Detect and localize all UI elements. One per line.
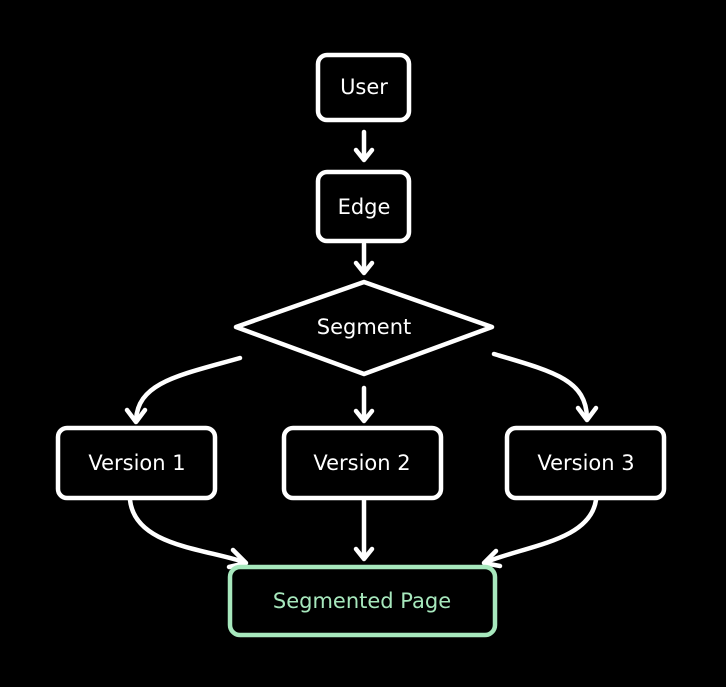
- node-version-1-label: Version 1: [88, 451, 185, 475]
- node-version-3-label: Version 3: [537, 451, 634, 475]
- edge-user-to-edge: [353, 129, 375, 163]
- node-segment: Segment: [233, 279, 495, 377]
- node-user: User: [315, 52, 412, 123]
- node-segment-label: Segment: [317, 315, 412, 339]
- node-segmented-page: Segmented Page: [227, 564, 498, 638]
- node-segmented-page-label: Segmented Page: [273, 589, 451, 613]
- edge-version-1-to-segmented-page: [127, 497, 249, 570]
- node-version-2: Version 2: [281, 425, 444, 501]
- edge-segment-to-version-1: [124, 355, 243, 425]
- node-user-label: User: [340, 75, 388, 99]
- edge-segment-to-version-2: [353, 385, 375, 424]
- edge-edge-to-segment: [353, 241, 375, 276]
- node-version-1: Version 1: [55, 425, 218, 501]
- node-edge: Edge: [315, 169, 412, 244]
- node-version-3: Version 3: [504, 425, 667, 501]
- edge-version-2-to-segmented-page: [353, 495, 375, 562]
- edge-version-3-to-segmented-page: [481, 497, 599, 569]
- node-edge-label: Edge: [338, 195, 391, 219]
- edge-segment-to-version-3: [491, 351, 599, 423]
- node-version-2-label: Version 2: [313, 451, 410, 475]
- edges: [124, 129, 599, 570]
